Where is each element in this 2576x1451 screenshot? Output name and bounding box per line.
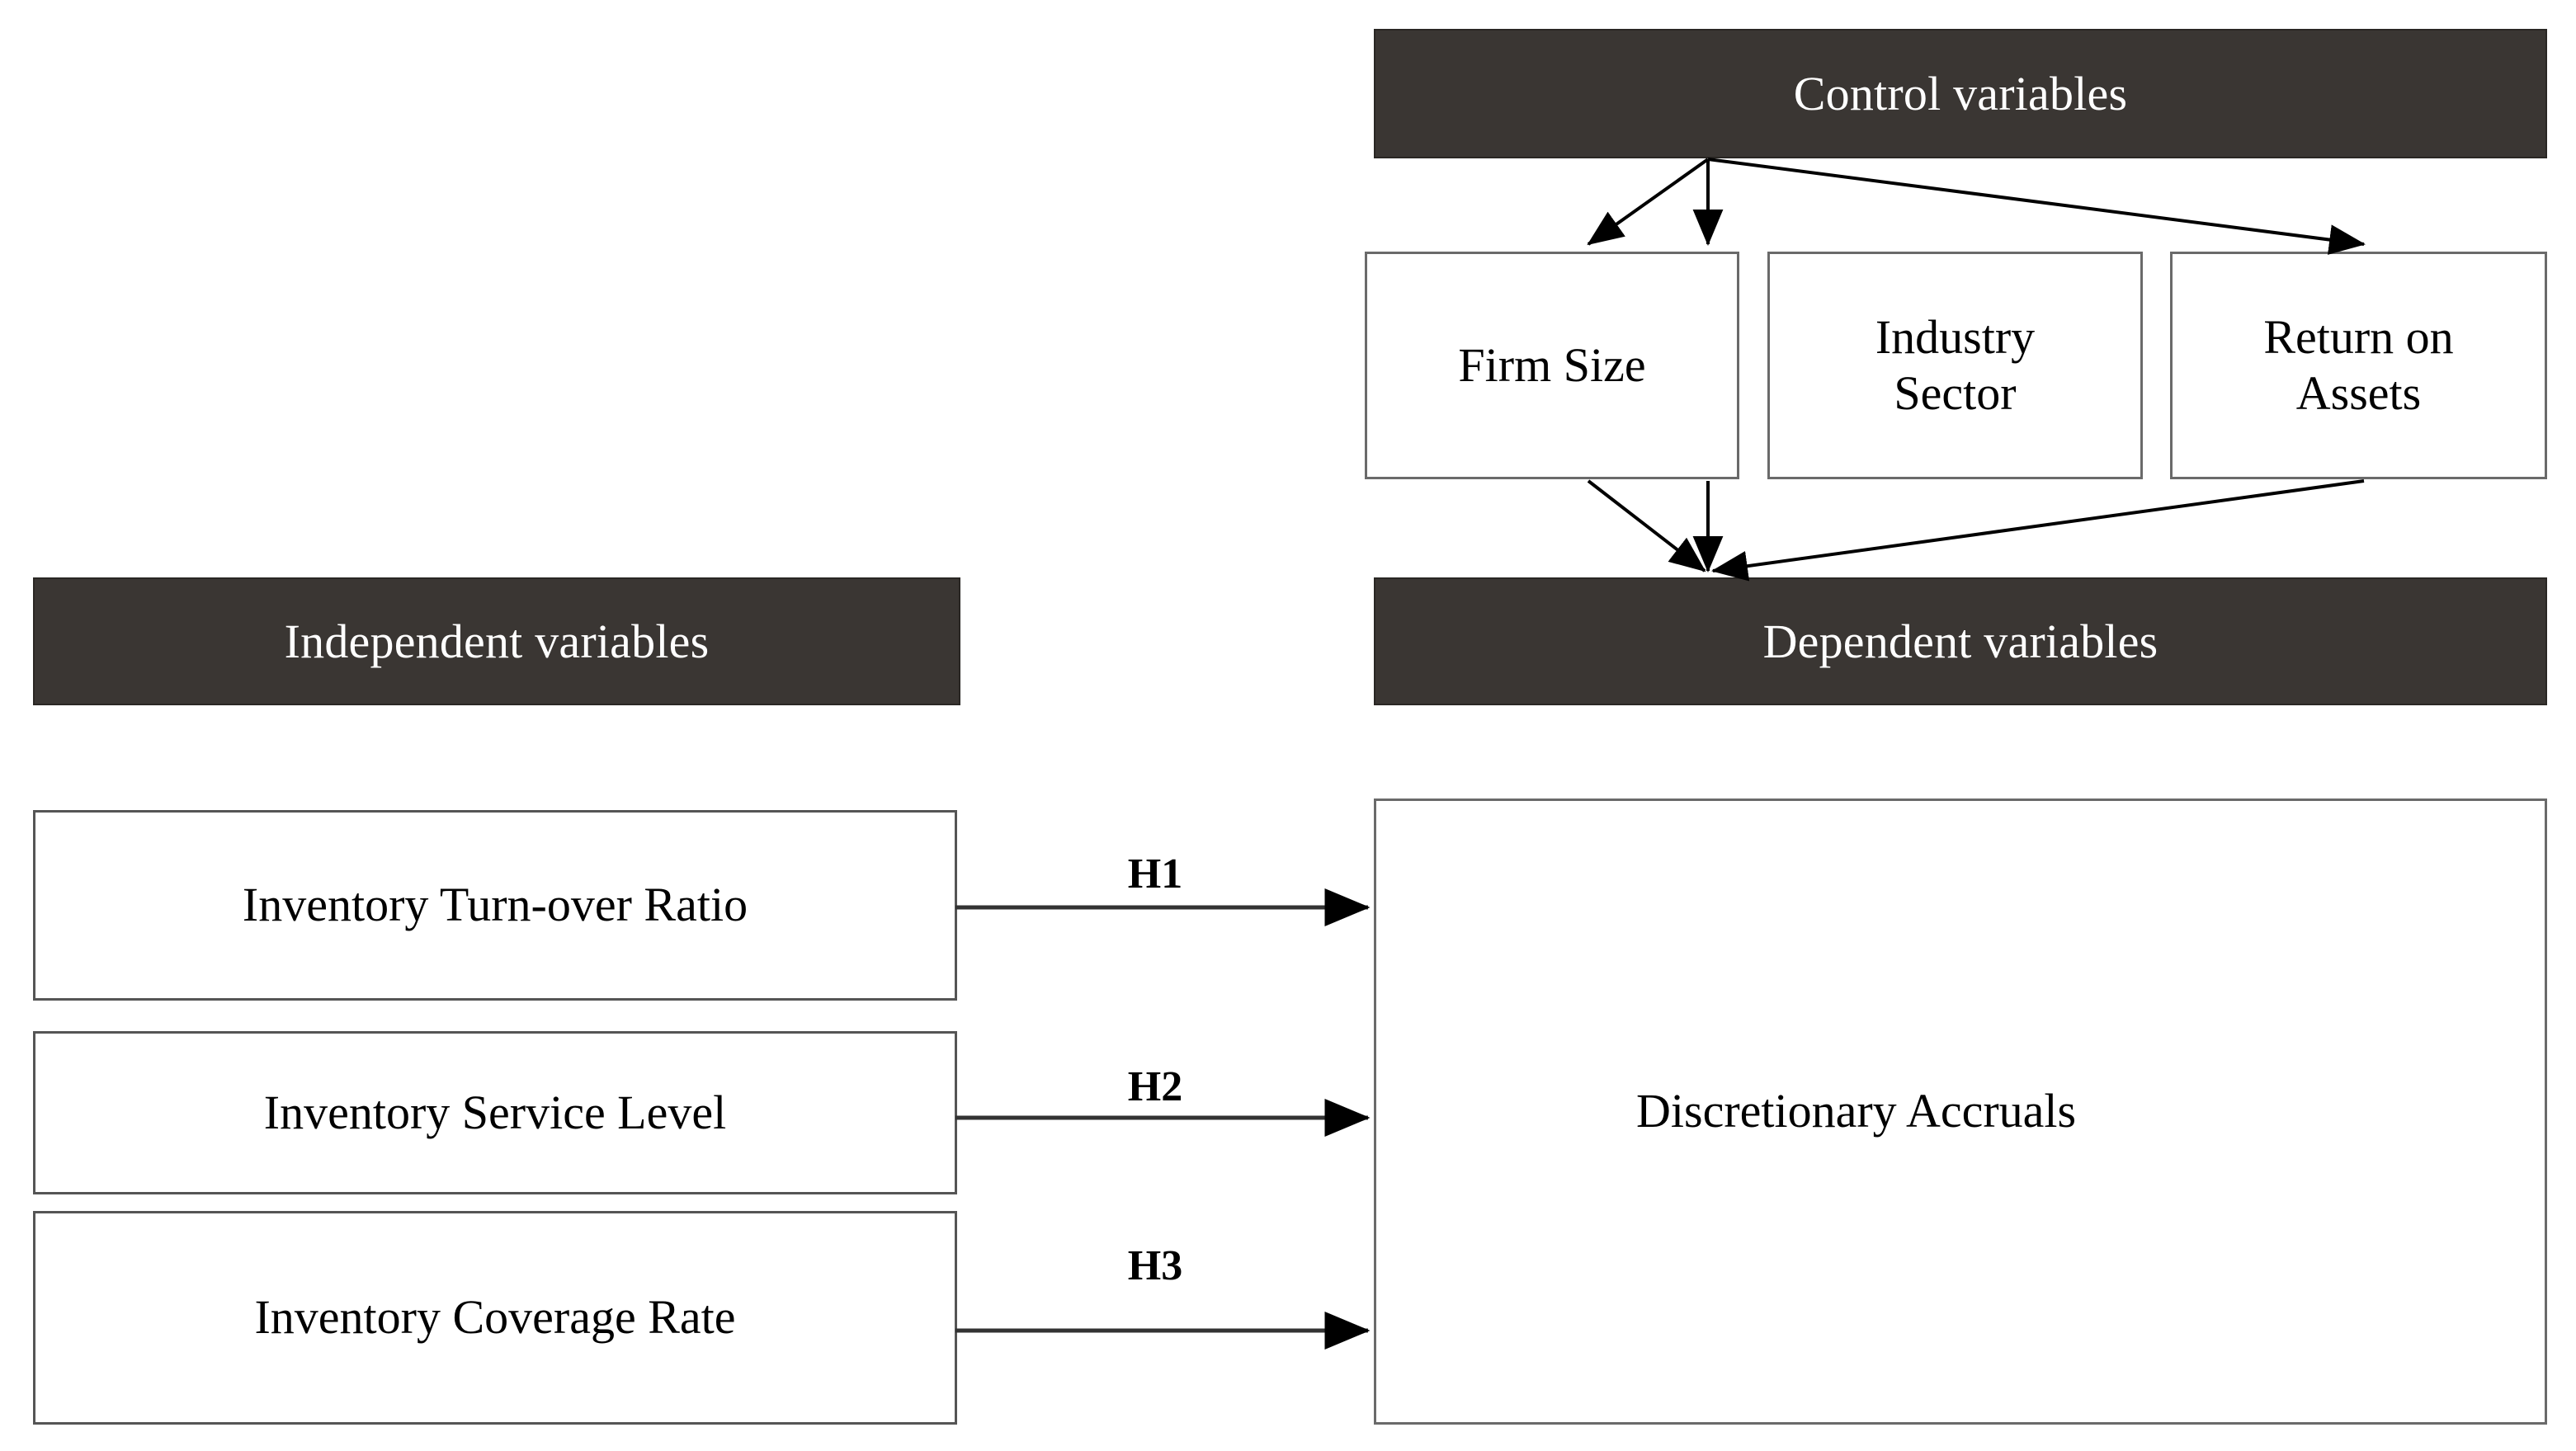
arrow-control-to-return-on-assets — [1707, 158, 2366, 255]
independent-box-inventory-coverage-rate[interactable]: Inventory Coverage Rate — [33, 1211, 957, 1425]
independent-variables-header: Independent variables — [33, 577, 960, 705]
dependent-variables-label: Dependent variables — [1762, 615, 2158, 668]
control-variables-label: Control variables — [1793, 67, 2128, 120]
control-box-return-on-assets[interactable]: Return on Assets — [2170, 252, 2547, 479]
independent-box-inventory-turnover-ratio[interactable]: Inventory Turn-over Ratio — [33, 810, 957, 1001]
dependent-box-discretionary-accruals-label: Discretionary Accruals — [1636, 1084, 2077, 1138]
independent-box-inventory-turnover-ratio-label: Inventory Turn-over Ratio — [242, 878, 748, 932]
hypothesis-label-h1: H1 — [1127, 850, 1183, 897]
control-box-industry-sector[interactable]: Industry Sector — [1767, 252, 2143, 479]
control-box-firm-size-label: Firm Size — [1458, 337, 1646, 392]
dependent-variables-header: Dependent variables — [1374, 577, 2547, 705]
hypothesis-label-h2: H2 — [1127, 1063, 1183, 1110]
dependent-box-discretionary-accruals[interactable]: Discretionary Accruals — [1374, 799, 2547, 1425]
control-variables-header: Control variables — [1374, 29, 2547, 158]
control-box-return-on-assets-label: Return on Assets — [2263, 309, 2454, 420]
hypothesis-label-h3: H3 — [1127, 1242, 1183, 1289]
independent-box-inventory-service-level-label: Inventory Service Level — [263, 1085, 727, 1139]
control-box-firm-size[interactable]: Firm Size — [1365, 252, 1739, 479]
arrow-firm-size-to-dependent — [1587, 479, 1706, 572]
control-box-industry-sector-label: Industry Sector — [1875, 309, 2036, 420]
arrow-return-on-assets-to-dependent — [1711, 479, 2365, 582]
independent-box-inventory-service-level[interactable]: Inventory Service Level — [33, 1031, 957, 1194]
independent-variables-label: Independent variables — [284, 615, 710, 668]
independent-box-inventory-coverage-rate-label: Inventory Coverage Rate — [254, 1290, 736, 1345]
arrow-control-to-firm-size — [1587, 158, 1710, 246]
